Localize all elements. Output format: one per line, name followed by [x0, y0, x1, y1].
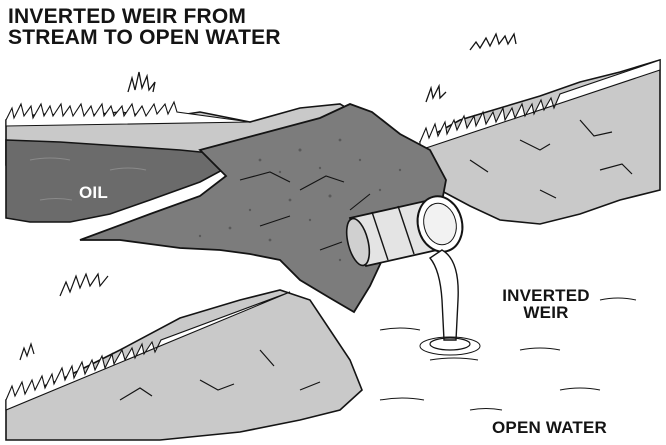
open-water-label: OPEN WATER	[492, 419, 607, 436]
grass-tufts-lower	[20, 274, 108, 360]
left-bank-lower	[6, 290, 362, 440]
title-line-1: INVERTED WEIR FROM	[8, 6, 281, 27]
right-bank-upper	[420, 60, 660, 224]
inverted-weir-label: INVERTED WEIR	[498, 287, 594, 322]
water-fall	[420, 250, 480, 355]
title-line-2: STREAM TO OPEN WATER	[8, 27, 281, 48]
diagram-title: INVERTED WEIR FROM STREAM TO OPEN WATER	[8, 6, 281, 49]
inverted-weir-label-line-2: WEIR	[498, 304, 594, 321]
inverted-weir-label-line-1: INVERTED	[498, 287, 594, 304]
oil-label: OIL	[79, 184, 108, 201]
